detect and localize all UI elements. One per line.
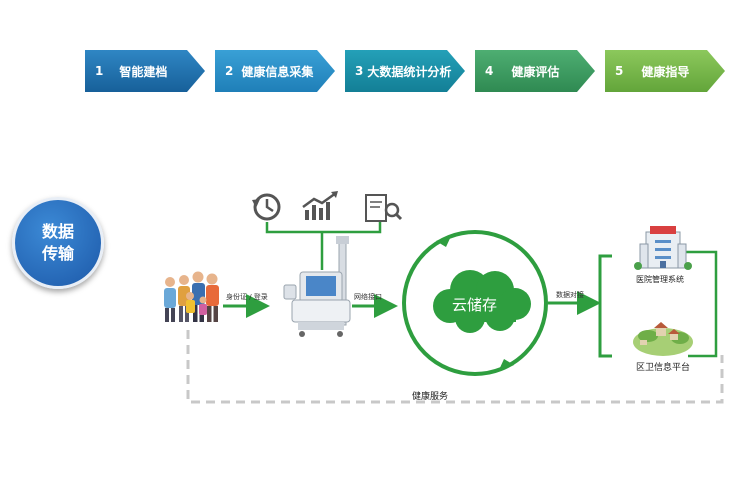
village-icon bbox=[633, 322, 693, 356]
step-2-arrow: 2 健康信息采集 bbox=[215, 50, 335, 92]
step-label: 大数据统计分析 bbox=[367, 64, 452, 79]
icons-bracket bbox=[265, 222, 382, 234]
step-label: 健康信息采集 bbox=[241, 64, 314, 79]
systems-outline bbox=[686, 250, 718, 358]
report-search-icon bbox=[365, 194, 403, 222]
step-4-arrow: 4 健康评估 bbox=[475, 50, 595, 92]
step-number: 5 bbox=[615, 64, 624, 78]
step-number: 4 bbox=[485, 64, 494, 78]
step-1-arrow: 1 智能建档 bbox=[85, 50, 205, 92]
step-label: 智能建档 bbox=[119, 64, 168, 79]
step-5-arrow: 5 健康指导 bbox=[605, 50, 725, 92]
step-number: 3 bbox=[355, 64, 364, 78]
cloud-icon bbox=[433, 270, 531, 333]
trend-chart-icon bbox=[302, 191, 338, 220]
network-interface-label: 网络接口 bbox=[354, 293, 382, 301]
badge-line2: 传输 bbox=[41, 244, 74, 263]
step-number: 2 bbox=[225, 64, 234, 78]
step-label: 健康评估 bbox=[511, 64, 560, 79]
cloud-ring bbox=[402, 230, 548, 376]
hospital-system-label: 医院管理系统 bbox=[636, 275, 684, 284]
systems-bracket bbox=[598, 254, 612, 358]
data-docking-label: 数据对接 bbox=[556, 291, 584, 299]
step-number: 1 bbox=[95, 64, 104, 78]
service-dashed-path bbox=[186, 330, 724, 404]
district-platform-label: 区卫信息平台 bbox=[636, 363, 691, 373]
family-icon bbox=[164, 271, 219, 322]
cloud-storage-label: 云储存 bbox=[452, 296, 498, 314]
hospital-icon bbox=[634, 226, 692, 270]
data-transfer-badge: 数据 传输 bbox=[12, 197, 104, 289]
history-icon bbox=[252, 193, 281, 221]
step-label: 健康指导 bbox=[641, 64, 690, 79]
health-kiosk-icon bbox=[283, 236, 351, 337]
badge-line1: 数据 bbox=[41, 222, 74, 241]
health-service-label: 健康服务 bbox=[412, 392, 449, 402]
step-3-arrow: 3 大数据统计分析 bbox=[345, 50, 465, 92]
id-login-label: 身份证 / 登录 bbox=[226, 293, 268, 301]
